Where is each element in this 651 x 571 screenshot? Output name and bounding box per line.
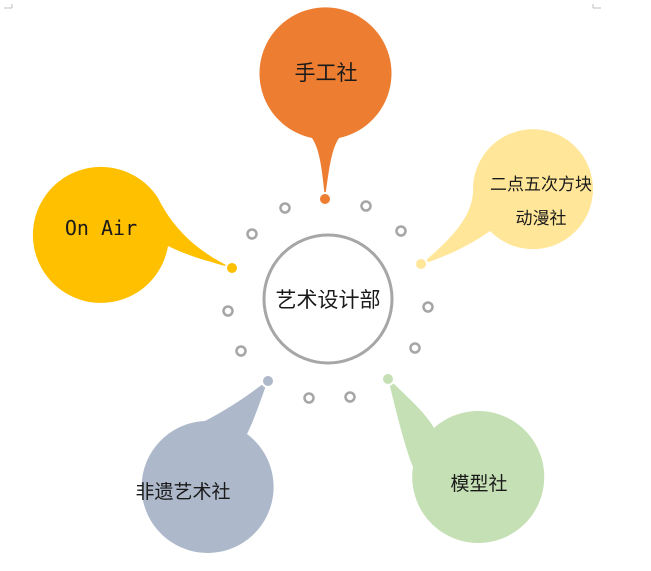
node-label-moxing: 模型社	[450, 473, 507, 495]
node-label-onair: On Air	[65, 216, 137, 240]
ring-dot	[344, 391, 356, 403]
ring-dot	[395, 225, 407, 237]
connector-dot-shougong	[318, 192, 332, 206]
node-shape-feiyi	[141, 380, 274, 553]
node-label-shougong: 手工社	[295, 61, 358, 85]
ring-dots	[222, 200, 434, 404]
connector-dot-onair	[225, 261, 239, 275]
ring-dot	[422, 301, 434, 313]
connector-dot-moxing	[381, 372, 395, 386]
crop-marks	[4, 4, 601, 9]
ring-dot	[303, 392, 315, 404]
node-label-feiyi: 非遗艺术社	[135, 481, 230, 503]
ring-dot	[222, 305, 234, 317]
ring-dot	[235, 345, 247, 357]
connector-dot-feiyi	[261, 374, 275, 388]
node-label-dongman-line2: 动漫社	[516, 209, 567, 229]
node-label-dongman-line1: 二点五次方块	[490, 175, 592, 195]
node-shape-shougong	[259, 7, 392, 198]
node-shape-dongman	[420, 129, 593, 265]
ring-dot	[360, 200, 372, 212]
ring-dot	[246, 228, 258, 240]
node-shape-moxing	[388, 378, 545, 543]
connector-dot-dongman	[414, 257, 428, 271]
connector-dots	[225, 192, 428, 388]
center-node	[262, 233, 394, 365]
center-label: 艺术设计部	[276, 288, 381, 312]
ring-dot	[409, 342, 421, 354]
ring-dot	[279, 202, 291, 214]
node-shape-onair	[32, 166, 232, 303]
